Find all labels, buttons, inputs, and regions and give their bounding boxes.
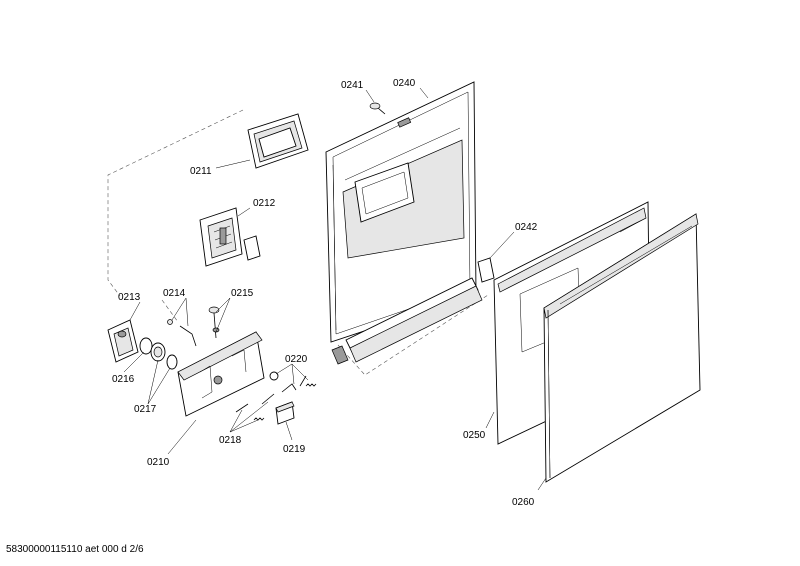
label-0213: 0213 (118, 292, 141, 303)
part-0218-springs (235, 393, 275, 421)
label-0240: 0240 (393, 78, 416, 89)
part-labels: 0241 0240 0211 0212 0242 0213 0214 0215 … (112, 78, 538, 508)
label-0212: 0212 (253, 198, 276, 209)
leader-lines (123, 87, 547, 491)
label-0217: 0217 (134, 404, 157, 415)
part-0216-0217-rings (139, 337, 178, 370)
label-0242: 0242 (515, 222, 538, 233)
part-0220-springs (269, 371, 317, 393)
assembly-guide-lines (107, 109, 489, 376)
label-0241: 0241 (341, 80, 364, 91)
label-0250: 0250 (463, 430, 486, 441)
part-0260-outer-panel (543, 213, 701, 483)
part-0210-lock-housing (177, 331, 265, 417)
part-0214-lever (167, 319, 197, 347)
part-0213-handle (107, 319, 139, 363)
label-0219: 0219 (283, 444, 306, 455)
part-0240-inner-door (325, 81, 477, 343)
document-footer-code: 58300000115110 aet 000 d 2/6 (6, 544, 144, 555)
label-0218: 0218 (219, 435, 242, 446)
part-0215-spindle (208, 306, 220, 339)
label-0220: 0220 (285, 354, 308, 365)
part-0211-frame (247, 113, 309, 169)
part-0242-rail (331, 257, 495, 365)
label-0210: 0210 (147, 457, 170, 468)
label-0215: 0215 (231, 288, 254, 299)
part-0212-bracket (199, 207, 261, 267)
label-0214: 0214 (163, 288, 186, 299)
label-0260: 0260 (512, 497, 535, 508)
part-0241-screw (369, 102, 386, 115)
label-0211: 0211 (190, 166, 212, 177)
part-0219-switch (275, 401, 295, 425)
label-0216: 0216 (112, 374, 135, 385)
